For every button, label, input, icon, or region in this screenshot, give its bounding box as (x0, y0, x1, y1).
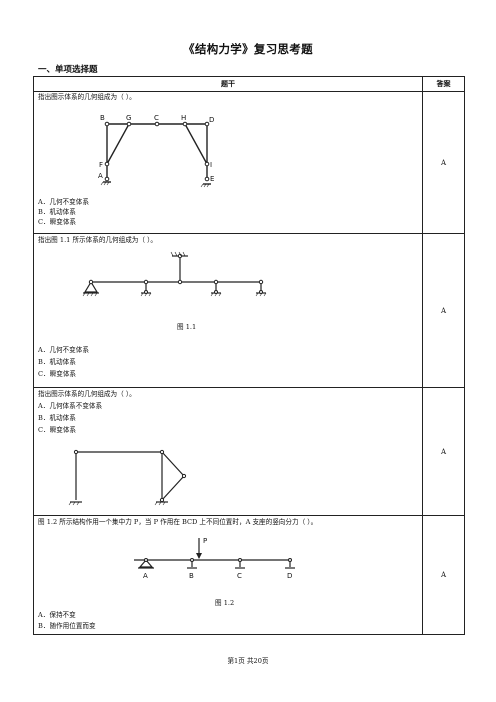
option-a: A．保持不变 (38, 611, 76, 619)
option-b: B．机动体系 (38, 208, 76, 216)
option-c: C．瞬变体系 (38, 426, 77, 434)
answer-cell: A (440, 571, 447, 579)
option-b: B．机动体系 (38, 358, 76, 366)
option-a: A．几何不变体系 (38, 346, 89, 354)
header-question: 题干 (34, 77, 423, 91)
fig-label: P (203, 537, 207, 545)
question-table: 题干 答案 指出图示体系的几何组成为（ ）。 (33, 76, 465, 635)
option-a: A．几何体系不变体系 (38, 402, 103, 410)
answer-cell: A (440, 158, 447, 167)
fig-label: A (143, 572, 148, 580)
fig-label: F (99, 161, 103, 169)
section-heading: 一、单项选择题 (38, 65, 98, 75)
option-b: B．随作用位置而变 (38, 622, 96, 630)
question-stem: 指出图 1.1 所示体系的几何组成为（ ）。 (38, 236, 157, 244)
fig-label: E (210, 175, 214, 183)
beam-figure-1-1 (82, 251, 267, 297)
fig-label: C (154, 114, 159, 122)
option-c: C．瞬变体系 (38, 370, 77, 378)
page-footer: 第1页 共20页 (227, 657, 269, 665)
question-stem: 指出图示体系的几何组成为（ ）。 (38, 93, 136, 101)
option-c: C．瞬变体系 (38, 218, 77, 226)
question-stem: 图 1.2 所示结构作用一个集中力 P，当 P 作用在 BCD 上不同位置时，A… (38, 518, 318, 526)
fig-label: B (100, 114, 105, 122)
option-a: A．几何不变体系 (38, 198, 89, 206)
fig-label: B (189, 572, 194, 580)
table-header: 题干 答案 (34, 77, 464, 92)
question-row-4: 图 1.2 所示结构作用一个集中力 P，当 P 作用在 BCD 上不同位置时，A… (34, 516, 464, 634)
frame-figure-1: B G C H D F I A E (98, 114, 214, 188)
option-b: B．机动体系 (38, 414, 76, 422)
fig-label: C (237, 572, 242, 580)
fig-label: I (210, 161, 212, 169)
question-stem: 指出图示体系的几何组成为（ ）。 (38, 390, 136, 398)
fig-label: H (181, 114, 186, 122)
question-row-2: 指出图 1.1 所示体系的几何组成为（ ）。 (34, 234, 464, 388)
figure-caption: 图 1.2 (215, 599, 235, 607)
answer-cell: A (440, 447, 447, 456)
fig-label: G (126, 114, 131, 122)
fig-label: D (287, 572, 292, 580)
question-row-1: 指出图示体系的几何组成为（ ）。 (34, 92, 464, 234)
question-row-3: 指出图示体系的几何组成为（ ）。 A．几何体系不变体系 B．机动体系 C．瞬变体… (34, 388, 464, 516)
fig-label: D (209, 116, 214, 124)
beam-figure-1-2: P A B C D (134, 537, 295, 580)
frame-figure-3 (68, 449, 187, 506)
document-title: 《结构力学》复习思考题 (183, 42, 313, 56)
answer-cell: A (440, 306, 447, 315)
fig-label: A (98, 172, 103, 180)
header-answer: 答案 (436, 80, 451, 88)
figure-caption: 图 1.1 (177, 323, 197, 331)
